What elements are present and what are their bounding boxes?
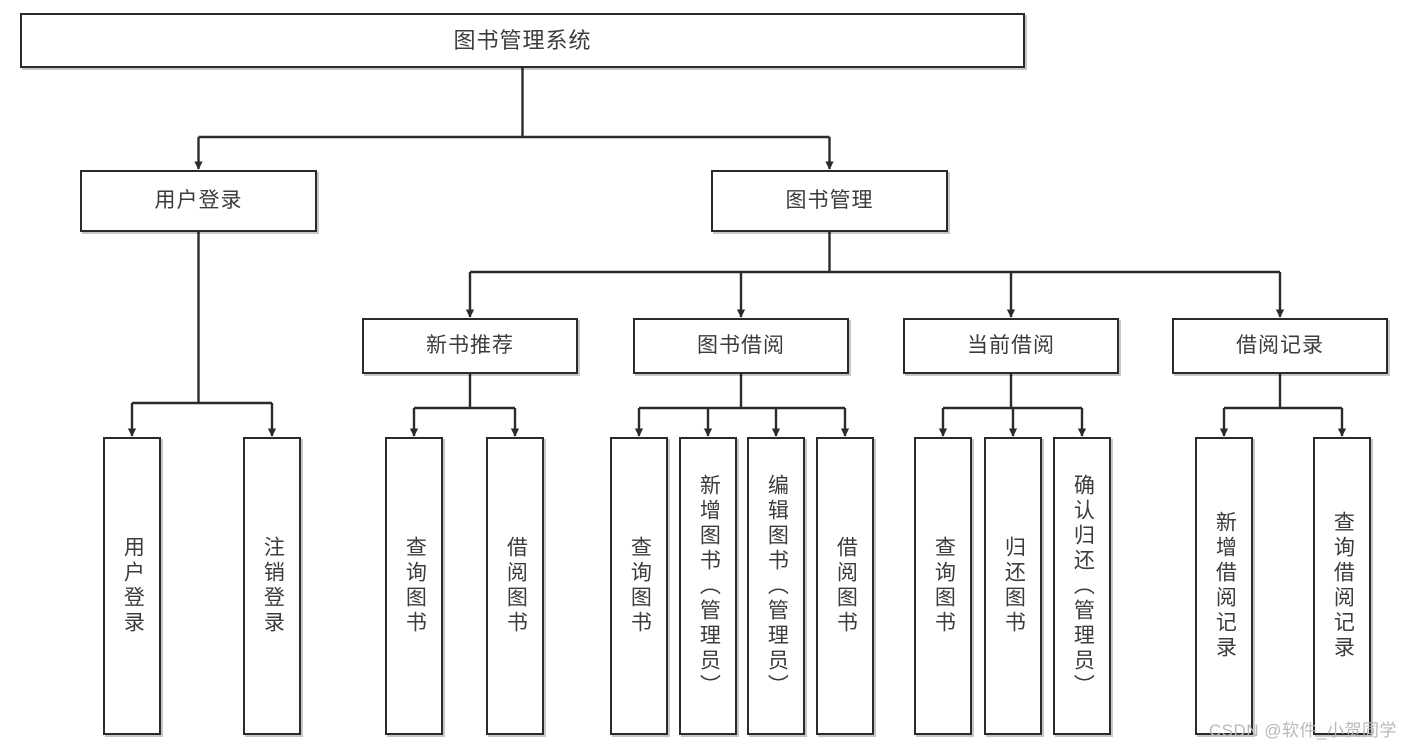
node-leaf-query-record[interactable]: 查询借阅记录 bbox=[1313, 437, 1371, 735]
node-user-login[interactable]: 用户登录 bbox=[80, 170, 317, 232]
node-book-manage[interactable]: 图书管理 bbox=[711, 170, 948, 232]
node-label: 新增图书（管理员） bbox=[697, 473, 721, 699]
node-new-book-rec[interactable]: 新书推荐 bbox=[362, 318, 578, 374]
node-label: 注销登录 bbox=[261, 536, 285, 636]
node-label: 用户登录 bbox=[154, 188, 243, 212]
node-leaf-add-book[interactable]: 新增图书（管理员） bbox=[679, 437, 737, 735]
node-label: 新增借阅记录 bbox=[1213, 511, 1237, 661]
node-book-borrow[interactable]: 图书借阅 bbox=[633, 318, 849, 374]
node-label: 当前借阅 bbox=[967, 333, 1055, 357]
node-leaf-query-book-1[interactable]: 查询图书 bbox=[385, 437, 443, 735]
node-label: 新书推荐 bbox=[426, 333, 514, 357]
node-label: 查询图书 bbox=[932, 536, 956, 636]
node-label: 归还图书 bbox=[1002, 536, 1026, 636]
node-leaf-query-book-3[interactable]: 查询图书 bbox=[914, 437, 972, 735]
node-label: 用户登录 bbox=[121, 536, 145, 636]
node-borrow-record[interactable]: 借阅记录 bbox=[1172, 318, 1388, 374]
node-label: 借阅记录 bbox=[1236, 333, 1324, 357]
watermark-credit: CSDN @软件_小贺同学 bbox=[1208, 721, 1397, 740]
node-label: 查询图书 bbox=[628, 536, 652, 636]
node-label: 图书管理系统 bbox=[453, 27, 592, 53]
node-leaf-confirm-return[interactable]: 确认归还（管理员） bbox=[1053, 437, 1111, 735]
node-label: 查询图书 bbox=[403, 536, 427, 636]
node-label: 查询借阅记录 bbox=[1331, 511, 1355, 661]
node-leaf-query-book-2[interactable]: 查询图书 bbox=[610, 437, 668, 735]
node-label: 图书管理 bbox=[785, 188, 874, 212]
node-leaf-edit-book[interactable]: 编辑图书（管理员） bbox=[747, 437, 805, 735]
node-label: 借阅图书 bbox=[504, 536, 528, 636]
node-label: 编辑图书（管理员） bbox=[765, 473, 789, 699]
node-leaf-borrow-book-1[interactable]: 借阅图书 bbox=[486, 437, 544, 735]
node-current-borrow[interactable]: 当前借阅 bbox=[903, 318, 1119, 374]
node-label: 图书借阅 bbox=[697, 333, 785, 357]
node-leaf-borrow-book-2[interactable]: 借阅图书 bbox=[816, 437, 874, 735]
node-leaf-user-logout[interactable]: 注销登录 bbox=[243, 437, 301, 735]
node-leaf-user-login[interactable]: 用户登录 bbox=[103, 437, 161, 735]
node-leaf-add-record[interactable]: 新增借阅记录 bbox=[1195, 437, 1253, 735]
node-root[interactable]: 图书管理系统 bbox=[20, 13, 1025, 68]
node-leaf-return-book[interactable]: 归还图书 bbox=[984, 437, 1042, 735]
node-label: 确认归还（管理员） bbox=[1071, 473, 1095, 699]
node-label: 借阅图书 bbox=[834, 536, 858, 636]
